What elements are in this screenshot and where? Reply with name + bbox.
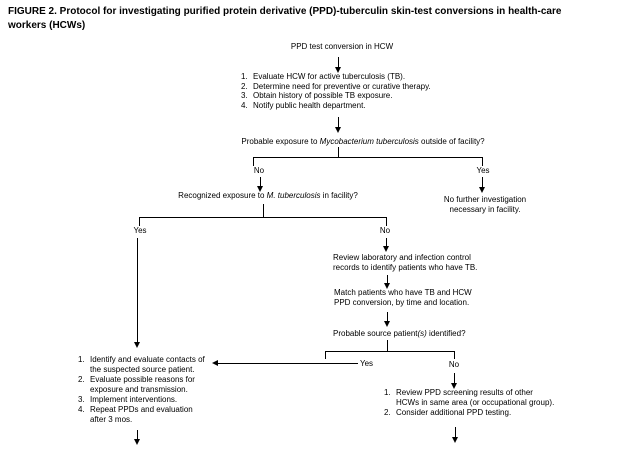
- connector-line: [387, 340, 388, 351]
- label-no: No: [253, 166, 265, 175]
- arrow-down-icon: [334, 57, 343, 73]
- figure-title: FIGURE 2. Protocol for investigating pur…: [8, 5, 638, 33]
- connector-line: [454, 351, 455, 359]
- node-review-records: Review laboratory and infection control …: [333, 253, 477, 273]
- node-q-source-identified: Probable source patient(s) identified?: [333, 329, 466, 339]
- node-text-line: necessary in facility.: [449, 205, 521, 214]
- connector-line: [325, 351, 455, 352]
- label-yes: Yes: [360, 359, 374, 368]
- label-no: No: [448, 360, 460, 369]
- list-item-number: 2.: [384, 408, 391, 417]
- node-text-line: PPD conversion, by time and location.: [334, 298, 470, 307]
- node-text-line: No further investigation: [443, 195, 527, 204]
- arrow-down-icon: [383, 312, 392, 327]
- list-item: 3. Obtain history of possible TB exposur…: [241, 91, 431, 101]
- list-item: 1. Evaluate HCW for active tuberculosis …: [241, 72, 431, 82]
- question-text: in facility?: [320, 191, 358, 200]
- arrow-down-icon: [451, 427, 460, 443]
- node-text-line: Match patients who have TB and HCW: [334, 288, 472, 297]
- list-item-text: Identify and evaluate contacts of: [90, 355, 205, 364]
- arrow-left-icon: [212, 360, 358, 368]
- list-item-number: 2.: [78, 375, 85, 384]
- list-screening-steps: 1. Review PPD screening results of other…: [384, 388, 554, 418]
- connector-line: [139, 217, 387, 218]
- list-item: 1. Identify and evaluate contacts of the…: [78, 355, 205, 375]
- connector-line: [482, 157, 483, 166]
- list-item-text: after 3 mos.: [90, 415, 133, 424]
- node-q-facility-exposure: Recognized exposure to M. tuberculosis i…: [178, 191, 358, 201]
- list-item-text: Determine need for preventive or curativ…: [253, 81, 431, 91]
- list-item-text: Consider additional PPD testing.: [396, 408, 512, 417]
- list-item-text: exposure and transmission.: [90, 385, 188, 394]
- arrow-down-icon: [256, 177, 265, 192]
- list-item-number: 2.: [241, 81, 248, 91]
- list-item: 3. Implement interventions.: [78, 395, 205, 405]
- node-start: PPD test conversion in HCW: [290, 42, 394, 51]
- list-item: 4. Notify public health department.: [241, 101, 431, 111]
- connector-line: [253, 157, 254, 166]
- question-text-italic: M. tuberculosis: [266, 191, 321, 200]
- list-item-text: Implement interventions.: [90, 395, 178, 404]
- connector-line: [338, 147, 339, 157]
- list-item: 1. Review PPD screening results of other…: [384, 388, 554, 408]
- arrow-down-icon: [383, 275, 392, 289]
- list-item-text: Review PPD screening results of other: [396, 388, 533, 397]
- list-item: 2. Evaluate possible reasons for exposur…: [78, 375, 205, 395]
- list-item-number: 4.: [78, 405, 85, 414]
- list-item: 2. Determine need for preventive or cura…: [241, 82, 431, 92]
- connector-line: [325, 351, 326, 359]
- node-text-line: Review laboratory and infection control: [333, 253, 471, 262]
- arrow-down-icon: [133, 430, 142, 445]
- label-yes: Yes: [133, 226, 147, 235]
- list-item-number: 3.: [241, 91, 248, 100]
- question-text: Probable source patient: [333, 329, 418, 338]
- list-item-number: 3.: [78, 395, 85, 404]
- list-item-text: Notify public health department.: [253, 100, 366, 110]
- list-item-number: 4.: [241, 100, 248, 110]
- list-initial-steps: 1. Evaluate HCW for active tuberculosis …: [241, 72, 431, 110]
- arrow-down-icon: [382, 238, 391, 252]
- label-no: No: [379, 226, 391, 235]
- question-text: Probable exposure to: [241, 137, 320, 146]
- arrow-down-icon: [478, 177, 487, 193]
- list-item: 2. Consider additional PPD testing.: [384, 408, 554, 418]
- list-item: 4. Repeat PPDs and evaluation after 3 mo…: [78, 405, 205, 425]
- question-text: identified?: [426, 329, 466, 338]
- list-item-text: HCWs in same area (or occupational group…: [396, 398, 555, 407]
- connector-line: [263, 204, 264, 217]
- arrow-down-icon: [450, 373, 459, 389]
- node-text-line: records to identify patients who have TB…: [333, 263, 478, 272]
- list-item-text: Obtain history of possible TB exposure.: [253, 91, 393, 100]
- list-item-number: 1.: [384, 388, 391, 397]
- figure-title-line2: workers (HCWs): [8, 20, 86, 31]
- question-text-italic: (s): [417, 329, 427, 338]
- figure-title-line1: FIGURE 2. Protocol for investigating pur…: [8, 6, 562, 17]
- connector-line: [386, 217, 387, 226]
- list-item-number: 1.: [241, 72, 248, 81]
- arrow-down-icon: [133, 238, 142, 348]
- question-text-italic: Mycobacterium tuberculosis: [319, 137, 419, 146]
- arrow-down-icon: [334, 117, 343, 133]
- connector-line: [139, 217, 140, 226]
- node-match-patients: Match patients who have TB and HCW PPD c…: [334, 288, 472, 308]
- node-q-outside-exposure: Probable exposure to Mycobacterium tuber…: [238, 137, 488, 147]
- list-item-text: Repeat PPDs and evaluation: [90, 405, 193, 414]
- node-no-further-investigation: No further investigation necessary in fa…: [439, 195, 531, 215]
- question-text: outside of facility?: [418, 137, 485, 146]
- list-item-text: the suspected source patient.: [90, 365, 195, 374]
- list-contact-steps: 1. Identify and evaluate contacts of the…: [78, 355, 205, 425]
- list-item-number: 1.: [78, 355, 85, 364]
- list-item-text: Evaluate HCW for active tuberculosis (TB…: [253, 72, 406, 81]
- connector-line: [253, 157, 483, 158]
- question-text: Recognized exposure to: [178, 191, 267, 200]
- list-item-text: Evaluate possible reasons for: [90, 375, 195, 384]
- label-yes: Yes: [476, 166, 490, 175]
